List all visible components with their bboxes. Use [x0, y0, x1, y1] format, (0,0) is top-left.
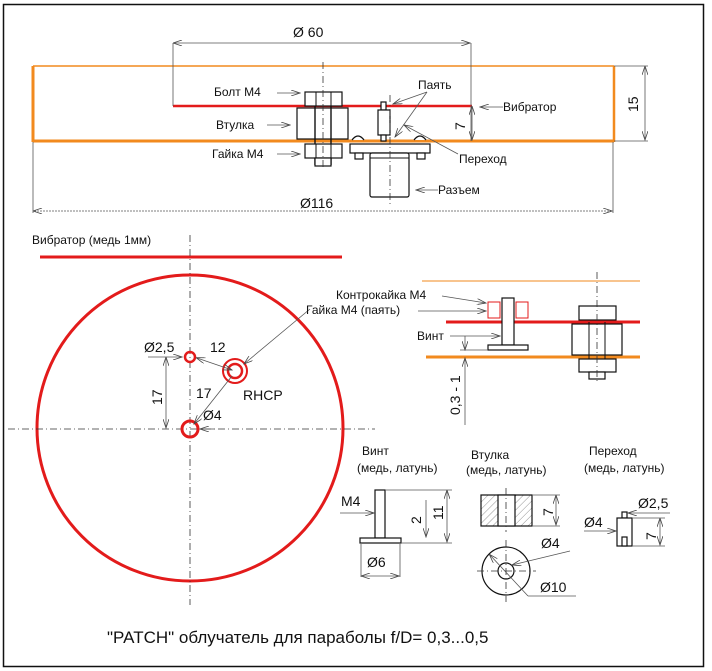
drawing-frame — [2, 3, 705, 668]
label-connector: Разъем — [438, 183, 480, 197]
nut-outer — [222, 358, 248, 384]
label-rhcp: RHCP — [243, 387, 283, 403]
dim-sleeve-outer: Ø10 — [540, 579, 567, 595]
drawing-title: "PATCH" облучатель для параболы f/D= 0,3… — [107, 628, 488, 647]
dim-d-small: Ø2,5 — [144, 339, 175, 355]
label-screw: Винт — [417, 329, 444, 343]
dim-screw-length: 11 — [430, 505, 446, 520]
dim-adapter-pin: Ø2,5 — [638, 495, 669, 511]
top-view: Вибратор (медь 1мм) Ø2,5 12 17 17 Ø4 RHC… — [8, 233, 375, 605]
svg-text:Переход: Переход — [589, 444, 637, 458]
label-solder: Паять — [418, 78, 452, 92]
svg-text:(медь, латунь): (медь, латунь) — [357, 461, 438, 475]
dim-7: 7 — [452, 122, 468, 130]
side-view: Ø 60 Ø116 15 7 — [31, 24, 648, 213]
label-adapter: Переход — [459, 152, 507, 166]
dim-15: 15 — [625, 96, 641, 112]
label-sleeve: Втулка — [216, 118, 254, 132]
dim-screw-head-h: 2 — [408, 516, 424, 524]
dim-d-feed: Ø4 — [203, 407, 222, 423]
label-bolt: Болт М4 — [214, 85, 261, 99]
dim-116: Ø116 — [300, 195, 333, 211]
hole-small — [183, 350, 197, 364]
nut-inner — [226, 362, 244, 380]
label-vibrator: Вибратор — [503, 100, 557, 114]
dim-sleeve-inner: Ø4 — [541, 535, 560, 551]
label-nut: Гайка М4 — [212, 147, 264, 161]
detail-view: Контрокайка М4 Гайка М4 (паять) Винт 0,3… — [306, 272, 640, 425]
dim-adapter-outer: Ø4 — [584, 514, 603, 530]
dim-distance-12: 12 — [210, 339, 226, 355]
dim-adapter-height: 7 — [643, 532, 659, 540]
part-sleeve: Втулка (медь, латунь) 7 Ø4 Ø10 — [466, 448, 576, 602]
dim-distance-17-v: 17 — [149, 389, 165, 405]
dim-gap: 0,3 - 1 — [447, 375, 463, 415]
svg-text:(медь, латунь): (медь, латунь) — [584, 461, 665, 475]
dim-sleeve-height: 7 — [540, 508, 556, 516]
part-adapter: Переход (медь, латунь) 7 Ø4 Ø2,5 — [584, 444, 670, 547]
label-locknut: Контрокайка М4 — [336, 288, 427, 302]
label-vibrator-material: Вибратор (медь 1мм) — [32, 233, 151, 247]
bolt-assembly — [296, 62, 349, 170]
svg-text:Втулка: Втулка — [471, 448, 509, 462]
dim-screw-thread: М4 — [341, 493, 361, 509]
dim-60: Ø 60 — [293, 24, 324, 40]
dim-distance-17-diag: 17 — [196, 385, 212, 401]
label-nut-solder: Гайка М4 (паять) — [306, 303, 400, 317]
svg-text:Винт: Винт — [362, 444, 389, 458]
svg-text:(медь, латунь): (медь, латунь) — [466, 463, 547, 477]
dim-screw-head: Ø6 — [367, 554, 386, 570]
part-screw: Винт (медь, латунь) М4 Ø6 11 2 — [340, 444, 452, 577]
connector-assembly — [349, 95, 431, 205]
feed-hole — [180, 419, 200, 439]
